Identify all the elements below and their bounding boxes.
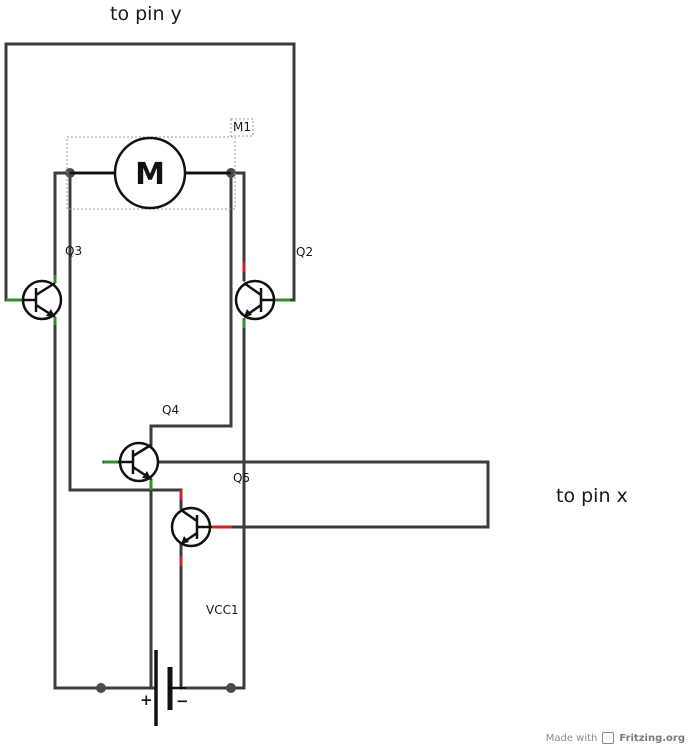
transistor-q5[interactable] <box>170 490 232 566</box>
q5-collector-lead <box>180 508 198 523</box>
q3-label: Q3 <box>65 244 82 258</box>
transistor-q4[interactable] <box>104 441 160 490</box>
wire-q4-collector <box>149 171 233 447</box>
fritzing-logo-icon <box>602 732 615 744</box>
wires <box>4 42 490 690</box>
q2-arrow-icon <box>244 309 252 317</box>
labels: to pin y to pin x M1 Q3 Q2 Q4 Q5 VCC1 + … <box>65 3 628 710</box>
made-with-text: Made with <box>545 732 598 744</box>
q4-arrow-icon <box>142 471 151 479</box>
q3-collector-lead <box>35 281 56 297</box>
q5-arrow-icon <box>181 536 189 544</box>
wire-q5-collector <box>149 488 183 510</box>
q3-arrow-icon <box>46 309 55 317</box>
transistor-q2[interactable] <box>234 262 290 328</box>
q5-label: Q5 <box>233 471 250 485</box>
brand-link[interactable]: Fritzing.org <box>619 732 685 744</box>
q4-label: Q4 <box>162 403 179 417</box>
motor-ref-label: M1 <box>233 120 251 134</box>
q2-label: Q2 <box>296 245 313 259</box>
motor-symbol-icon <box>113 136 187 210</box>
wire-q2-emitter <box>184 318 246 690</box>
motor-symbol-letter: M <box>135 157 165 192</box>
motor-label-box <box>230 118 254 137</box>
pin-y-label: to pin y <box>110 3 182 25</box>
transistor-q3[interactable] <box>6 275 63 325</box>
wire-pin-x-top <box>102 460 490 529</box>
battery-plus-label: + <box>140 691 153 709</box>
wire-motor-left <box>68 171 153 492</box>
q2-collector-lead <box>243 281 262 297</box>
wire-q3-collector <box>53 171 117 282</box>
battery-minus-label: − <box>176 692 189 710</box>
q4-collector-lead <box>132 443 152 458</box>
vcc-label: VCC1 <box>206 603 239 617</box>
junction-dot <box>226 683 236 693</box>
junction-dot <box>96 683 106 693</box>
battery-vcc1[interactable] <box>154 650 186 726</box>
pin-x-label: to pin x <box>556 485 628 507</box>
wire-q3-emitter <box>53 318 158 690</box>
motor-m1[interactable]: M <box>66 118 254 210</box>
footer: Made with Fritzing.org <box>546 732 685 744</box>
